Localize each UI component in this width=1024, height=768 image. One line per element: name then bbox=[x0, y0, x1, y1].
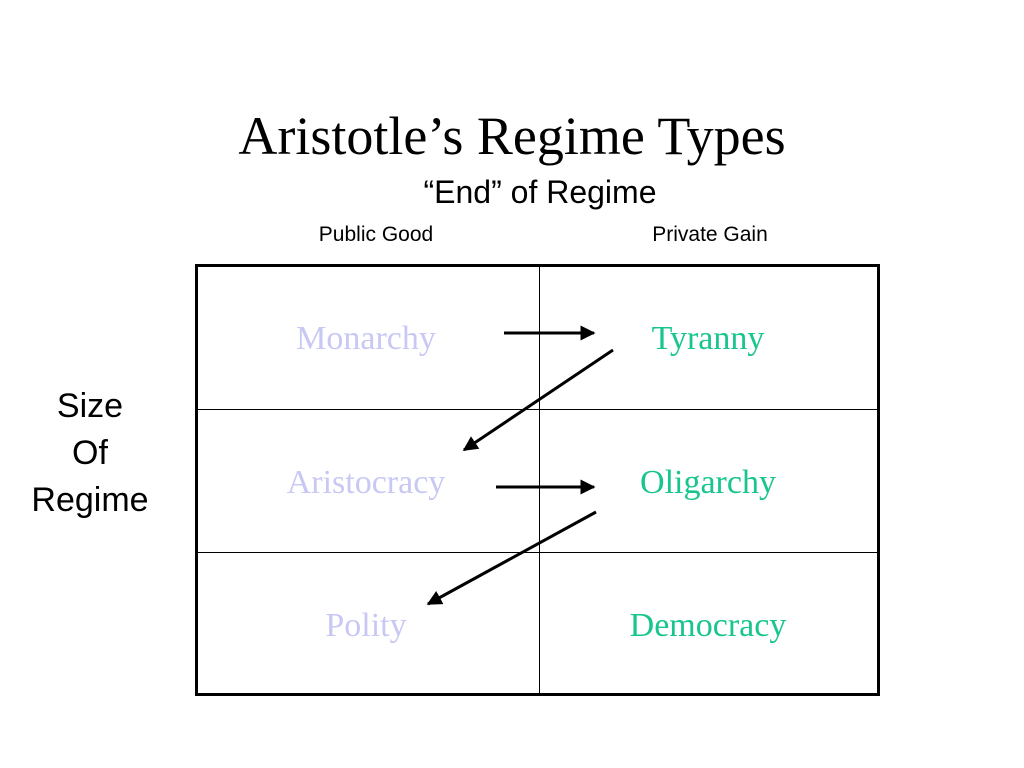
slide-title: Aristotle’s Regime Types bbox=[238, 106, 786, 166]
row-axis-label-line-1: Size bbox=[56, 387, 124, 425]
column-header-private-gain: Private Gain bbox=[652, 223, 768, 246]
row-axis-label: Size Of Regime bbox=[8, 383, 172, 524]
grid-horizontal-divider-2 bbox=[198, 552, 877, 553]
grid-vertical-divider bbox=[539, 267, 540, 693]
cell-oligarchy: Oligarchy bbox=[640, 464, 776, 501]
axis-title-end-of-regime: “End” of Regime bbox=[423, 174, 657, 210]
grid-horizontal-divider-1 bbox=[198, 409, 877, 410]
row-axis-label-line-3: Regime bbox=[31, 481, 149, 519]
regime-grid bbox=[195, 264, 880, 696]
cell-polity: Polity bbox=[325, 607, 407, 644]
arrow-oligarchy-to-polity bbox=[426, 510, 597, 606]
arrow-tyranny-to-aristocracy bbox=[462, 348, 614, 452]
cell-democracy: Democracy bbox=[629, 607, 787, 644]
row-axis-label-line-2: Of bbox=[72, 434, 108, 472]
cell-tyranny: Tyranny bbox=[651, 320, 765, 357]
column-header-public-good: Public Good bbox=[318, 223, 434, 246]
cell-monarchy: Monarchy bbox=[296, 320, 436, 357]
cell-aristocracy: Aristocracy bbox=[286, 464, 446, 501]
